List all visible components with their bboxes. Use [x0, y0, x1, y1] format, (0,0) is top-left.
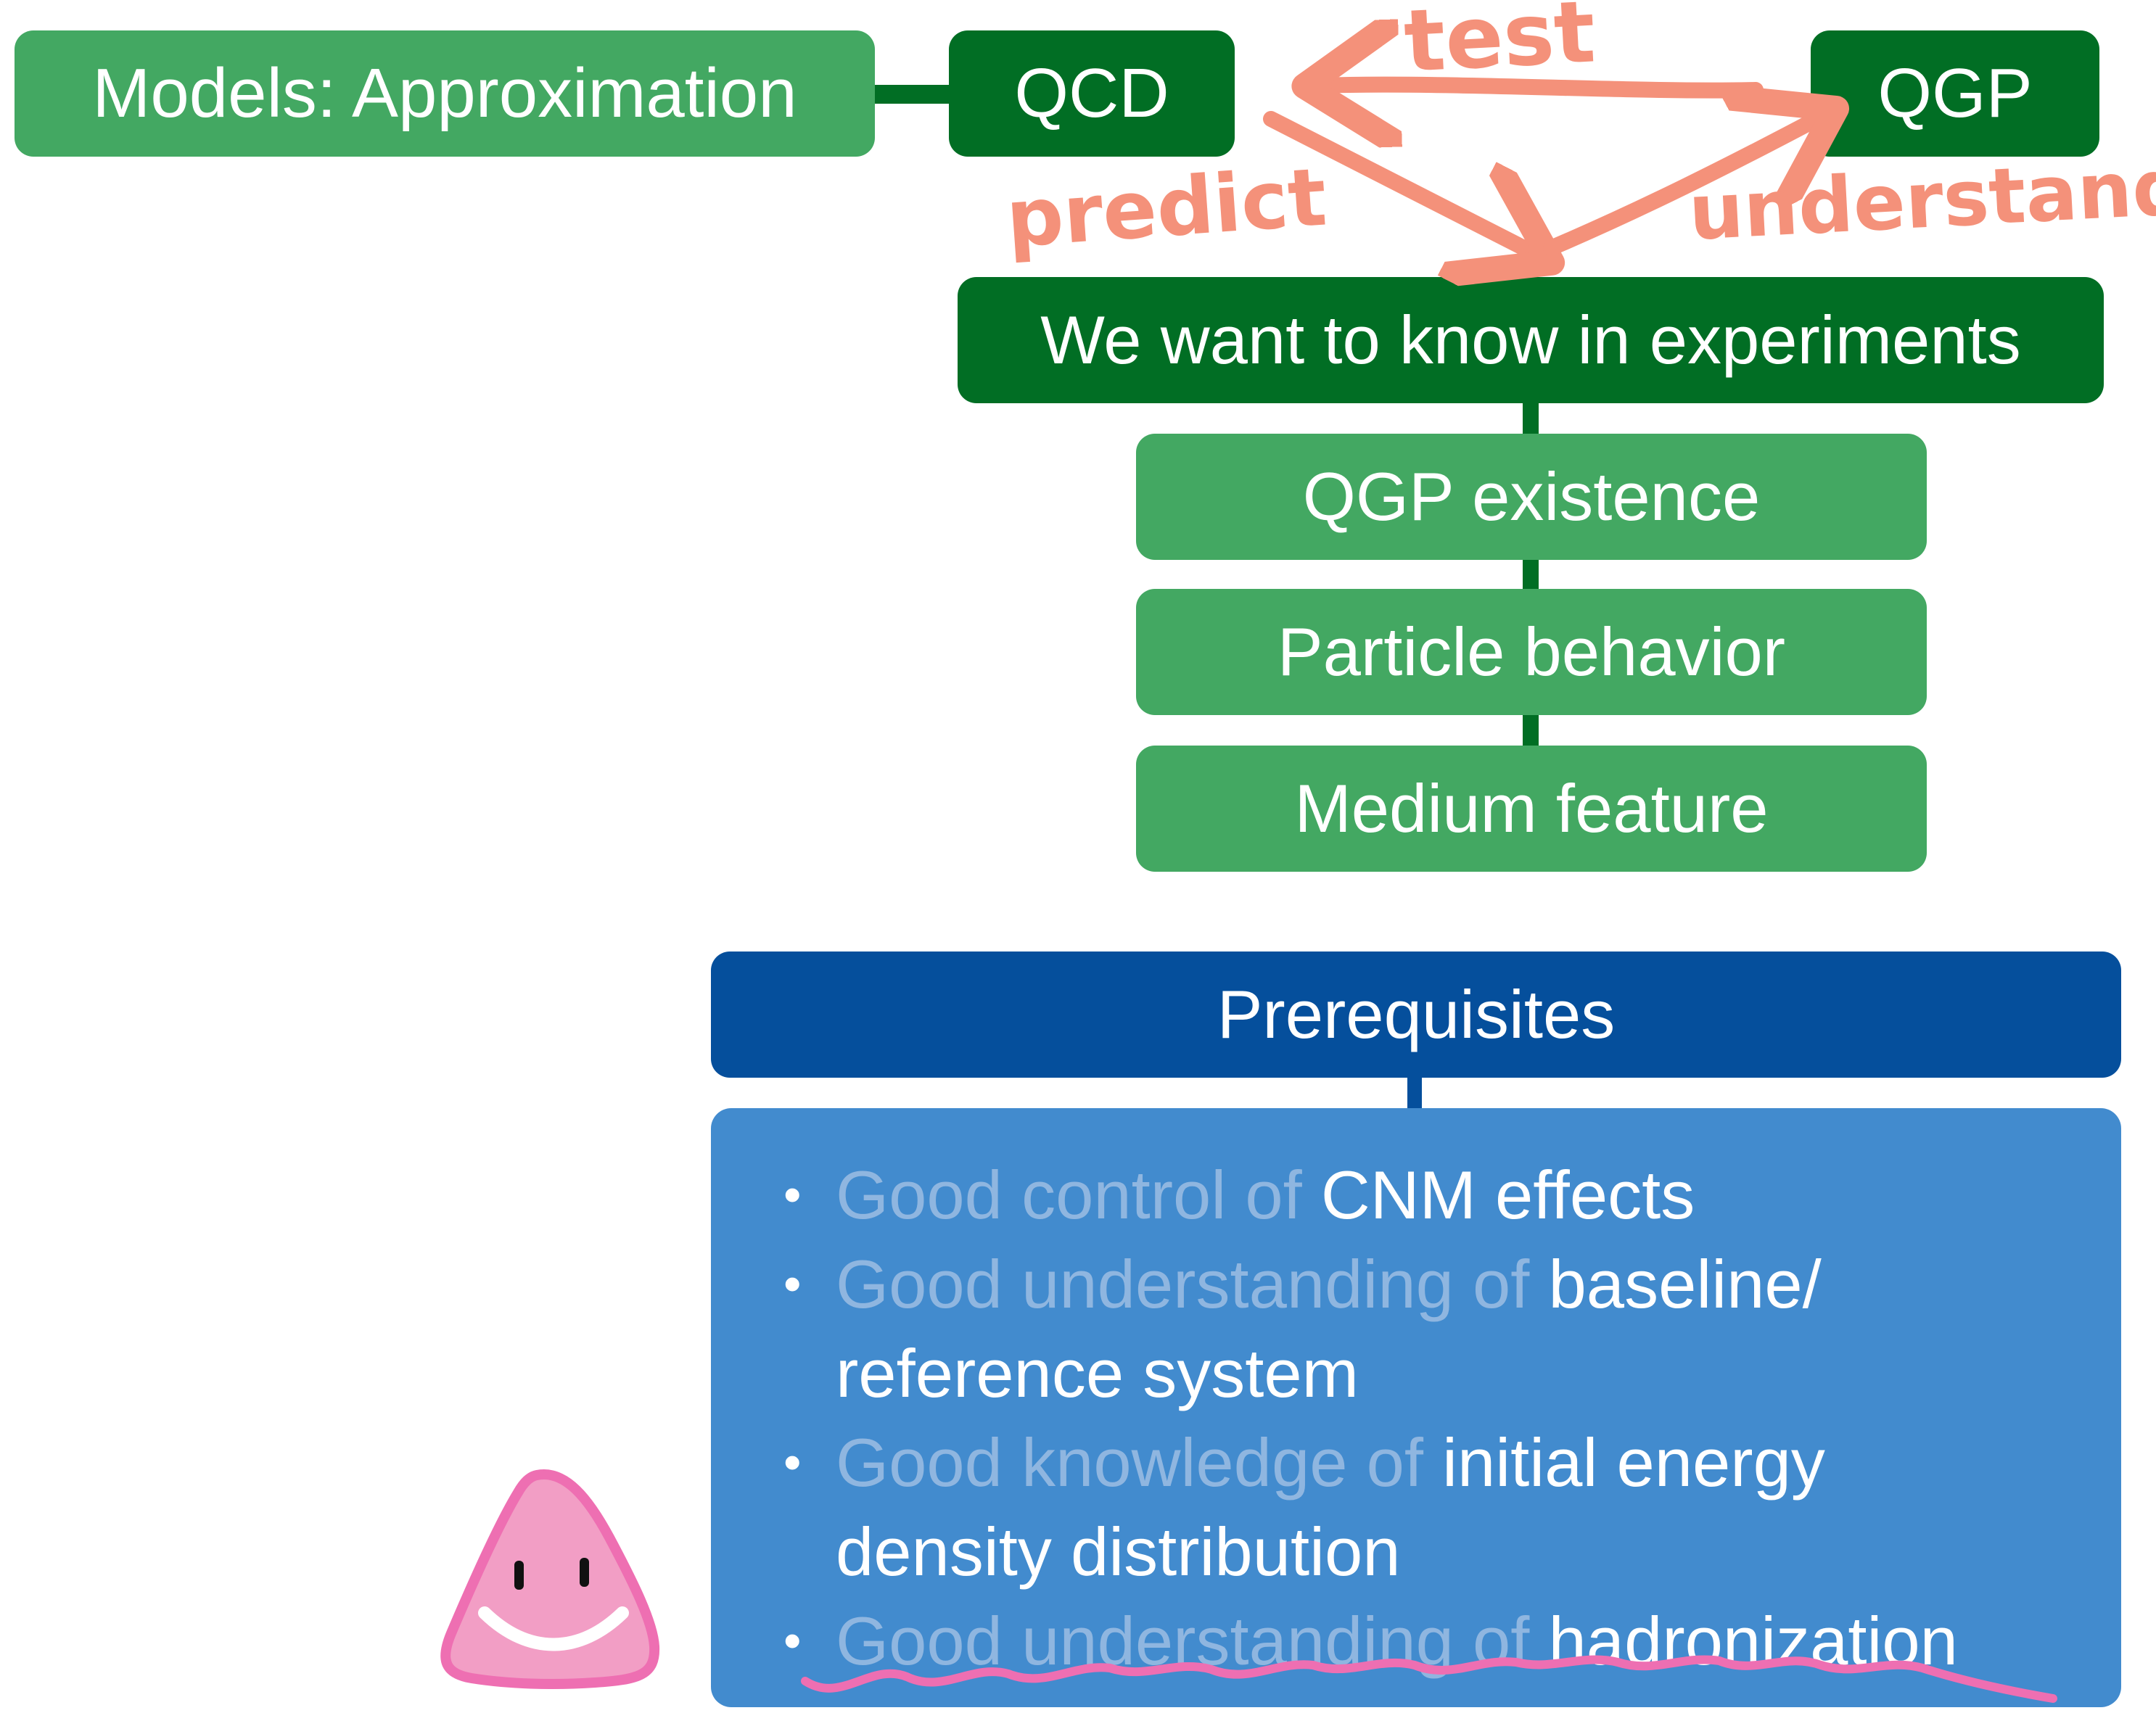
prerequisite-item: • Good control of CNM effects	[783, 1150, 2121, 1239]
prerequisite-prefix: Good knowledge of	[836, 1424, 1424, 1501]
bullet-dot: •	[783, 1255, 802, 1312]
test-arrow-icon	[1320, 85, 1764, 91]
prerequisite-prefix: Good understanding of	[836, 1603, 1530, 1679]
goal-particle-behavior: Particle behavior	[1136, 589, 1927, 715]
understand-arrow-icon	[1543, 116, 1822, 256]
prerequisite-text: hadronization	[1529, 1603, 1958, 1679]
qgp-node: QGP	[1811, 30, 2099, 157]
bullet-dot: •	[783, 1434, 802, 1490]
goal-medium-feature: Medium feature	[1136, 746, 1927, 872]
bullet-dot: •	[783, 1166, 802, 1223]
prerequisite-item: • Good understanding of baseline/ referen…	[783, 1239, 1924, 1418]
smiling-triangle-mascot-icon	[440, 1469, 660, 1689]
prerequisites-list: • Good control of CNM effects • Good under…	[711, 1108, 2121, 1707]
predict-arrow-icon	[1263, 111, 1538, 255]
bullet-dot: •	[783, 1612, 802, 1669]
prerequisite-item: • Good knowledge of initial energy densit…	[783, 1418, 1909, 1596]
goal-qgp-existence: QGP existence	[1136, 434, 1927, 560]
test-annotation: test	[1402, 0, 1597, 91]
prerequisite-text: baseline/ reference system	[836, 1246, 1822, 1411]
prerequisite-prefix: Good understanding of	[836, 1246, 1530, 1322]
prerequisite-text: CNM effects	[1301, 1157, 1695, 1233]
qcd-node: QCD	[949, 30, 1235, 157]
connector-prerequisites	[1407, 1076, 1422, 1110]
understand-annotation: understand	[1687, 142, 2156, 257]
prerequisite-item: • Good understanding of hadronization	[783, 1596, 2121, 1685]
prerequisite-text: initial energy density distribution	[836, 1424, 1825, 1590]
experiments-node: We want to know in experiments	[958, 277, 2104, 403]
prerequisites-header: Prerequisites	[711, 952, 2121, 1078]
predict-annotation: predict	[1003, 150, 1330, 265]
connector-models-qcd	[873, 85, 950, 104]
models-node: Models: Approximation	[15, 30, 875, 157]
prerequisite-prefix: Good control of	[836, 1157, 1302, 1233]
